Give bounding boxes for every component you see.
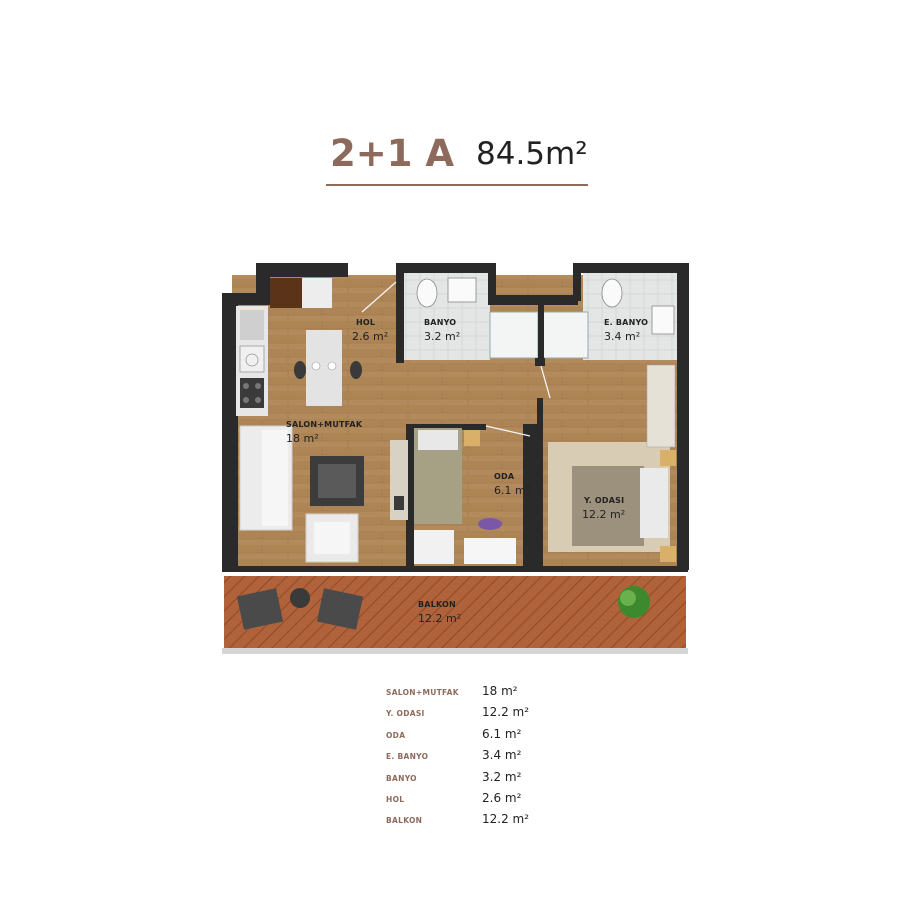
walls: [222, 263, 689, 572]
oda-furniture: [414, 428, 516, 564]
plan-code: 2+1 A: [330, 132, 455, 175]
balcony-edge: [222, 648, 688, 654]
bath-floor: [404, 272, 490, 360]
bedroom-furniture: [548, 364, 676, 562]
area-name: ODA: [386, 730, 406, 740]
shower-1: [489, 311, 539, 359]
area-value: 3.2 m²: [482, 769, 522, 784]
kitchen: [236, 278, 362, 416]
area-row: BALKON 12.2 m²: [386, 812, 556, 833]
living-furniture: [239, 425, 408, 563]
room-area-hol: 2.6 m²: [352, 330, 389, 343]
area-value: 12.2 m²: [482, 705, 530, 720]
room-area-balkon: 12.2 m²: [418, 612, 462, 625]
room-area-salon-mutfak: 18 m²: [286, 432, 319, 445]
plan-total-area: 84.5m²: [476, 136, 588, 172]
area-value: 12.2 m²: [482, 812, 530, 827]
plan-title: 2+1 A 84.5m²: [326, 130, 588, 186]
shower-2: [539, 311, 589, 359]
door-swings: [361, 281, 551, 437]
area-name: HOL: [386, 794, 405, 804]
area-row: ODA 6.1 m²: [386, 727, 556, 748]
room-label-salon-mutfak: SALON+MUTFAK: [286, 420, 363, 429]
area-row: BANYO 3.2 m²: [386, 770, 556, 791]
room-area-oda: 6.1 m²: [494, 484, 531, 497]
room-label-oda: ODA: [494, 472, 515, 481]
area-row: HOL 2.6 m²: [386, 791, 556, 812]
area-name: SALON+MUTFAK: [386, 688, 459, 697]
room-label-hol: HOL: [356, 318, 376, 327]
room-area-y-odasi: 12.2 m²: [582, 508, 626, 521]
bathroom-fixtures: [416, 277, 675, 335]
area-table: SALON+MUTFAK 18 m² Y. ODASI 12.2 m² ODA …: [386, 684, 556, 834]
area-row: SALON+MUTFAK 18 m²: [386, 684, 556, 705]
area-name: BANYO: [386, 773, 417, 783]
area-value: 18 m²: [482, 684, 518, 698]
balcony-furniture: [236, 586, 650, 630]
area-value: 6.1 m²: [482, 726, 522, 741]
area-value: 3.4 m²: [482, 748, 522, 763]
area-name: Y. ODASI: [386, 709, 425, 719]
room-label-banyo: BANYO: [424, 318, 457, 327]
title-underline: [326, 184, 588, 186]
room-label-y-odasi: Y. ODASI: [584, 496, 625, 505]
area-row: E. BANYO 3.4 m²: [386, 748, 556, 769]
room-label-e-banyo: E. BANYO: [604, 318, 649, 327]
room-area-e-banyo: 3.4 m²: [604, 330, 641, 343]
area-value: 2.6 m²: [482, 790, 522, 805]
area-name: BALKON: [386, 816, 423, 826]
area-row: Y. ODASI 12.2 m²: [386, 705, 556, 726]
room-label-balkon: BALKON: [418, 600, 456, 609]
room-area-banyo: 3.2 m²: [424, 330, 461, 343]
area-name: E. BANYO: [386, 752, 429, 762]
